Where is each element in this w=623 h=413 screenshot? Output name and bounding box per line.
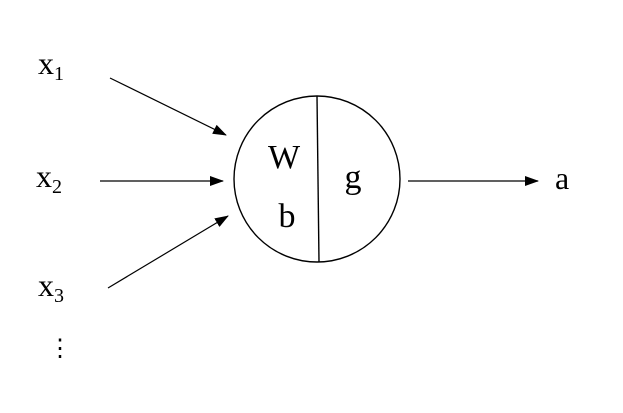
input-x1-subscript: 1 <box>54 63 64 85</box>
input-x3-subscript: 3 <box>54 285 64 307</box>
activation-label: g <box>345 159 362 196</box>
edge-x1-to-neuron <box>109 77 227 136</box>
neuron-divider <box>316 95 320 263</box>
input-x1-base: x <box>38 45 54 81</box>
input-x3-base: x <box>38 267 54 303</box>
edge-x3-to-neuron <box>107 215 229 289</box>
bias-label: b <box>279 198 296 235</box>
input-label-x2: x2 <box>36 158 62 198</box>
input-x2-subscript: 2 <box>52 176 62 198</box>
input-label-x3: x3 <box>38 267 64 307</box>
output-label: a <box>555 160 569 196</box>
weights-label: W <box>268 139 301 176</box>
more-inputs-ellipsis: ⋮ <box>48 336 72 362</box>
input-x2-base: x <box>36 158 52 194</box>
input-label-x1: x1 <box>38 45 64 85</box>
